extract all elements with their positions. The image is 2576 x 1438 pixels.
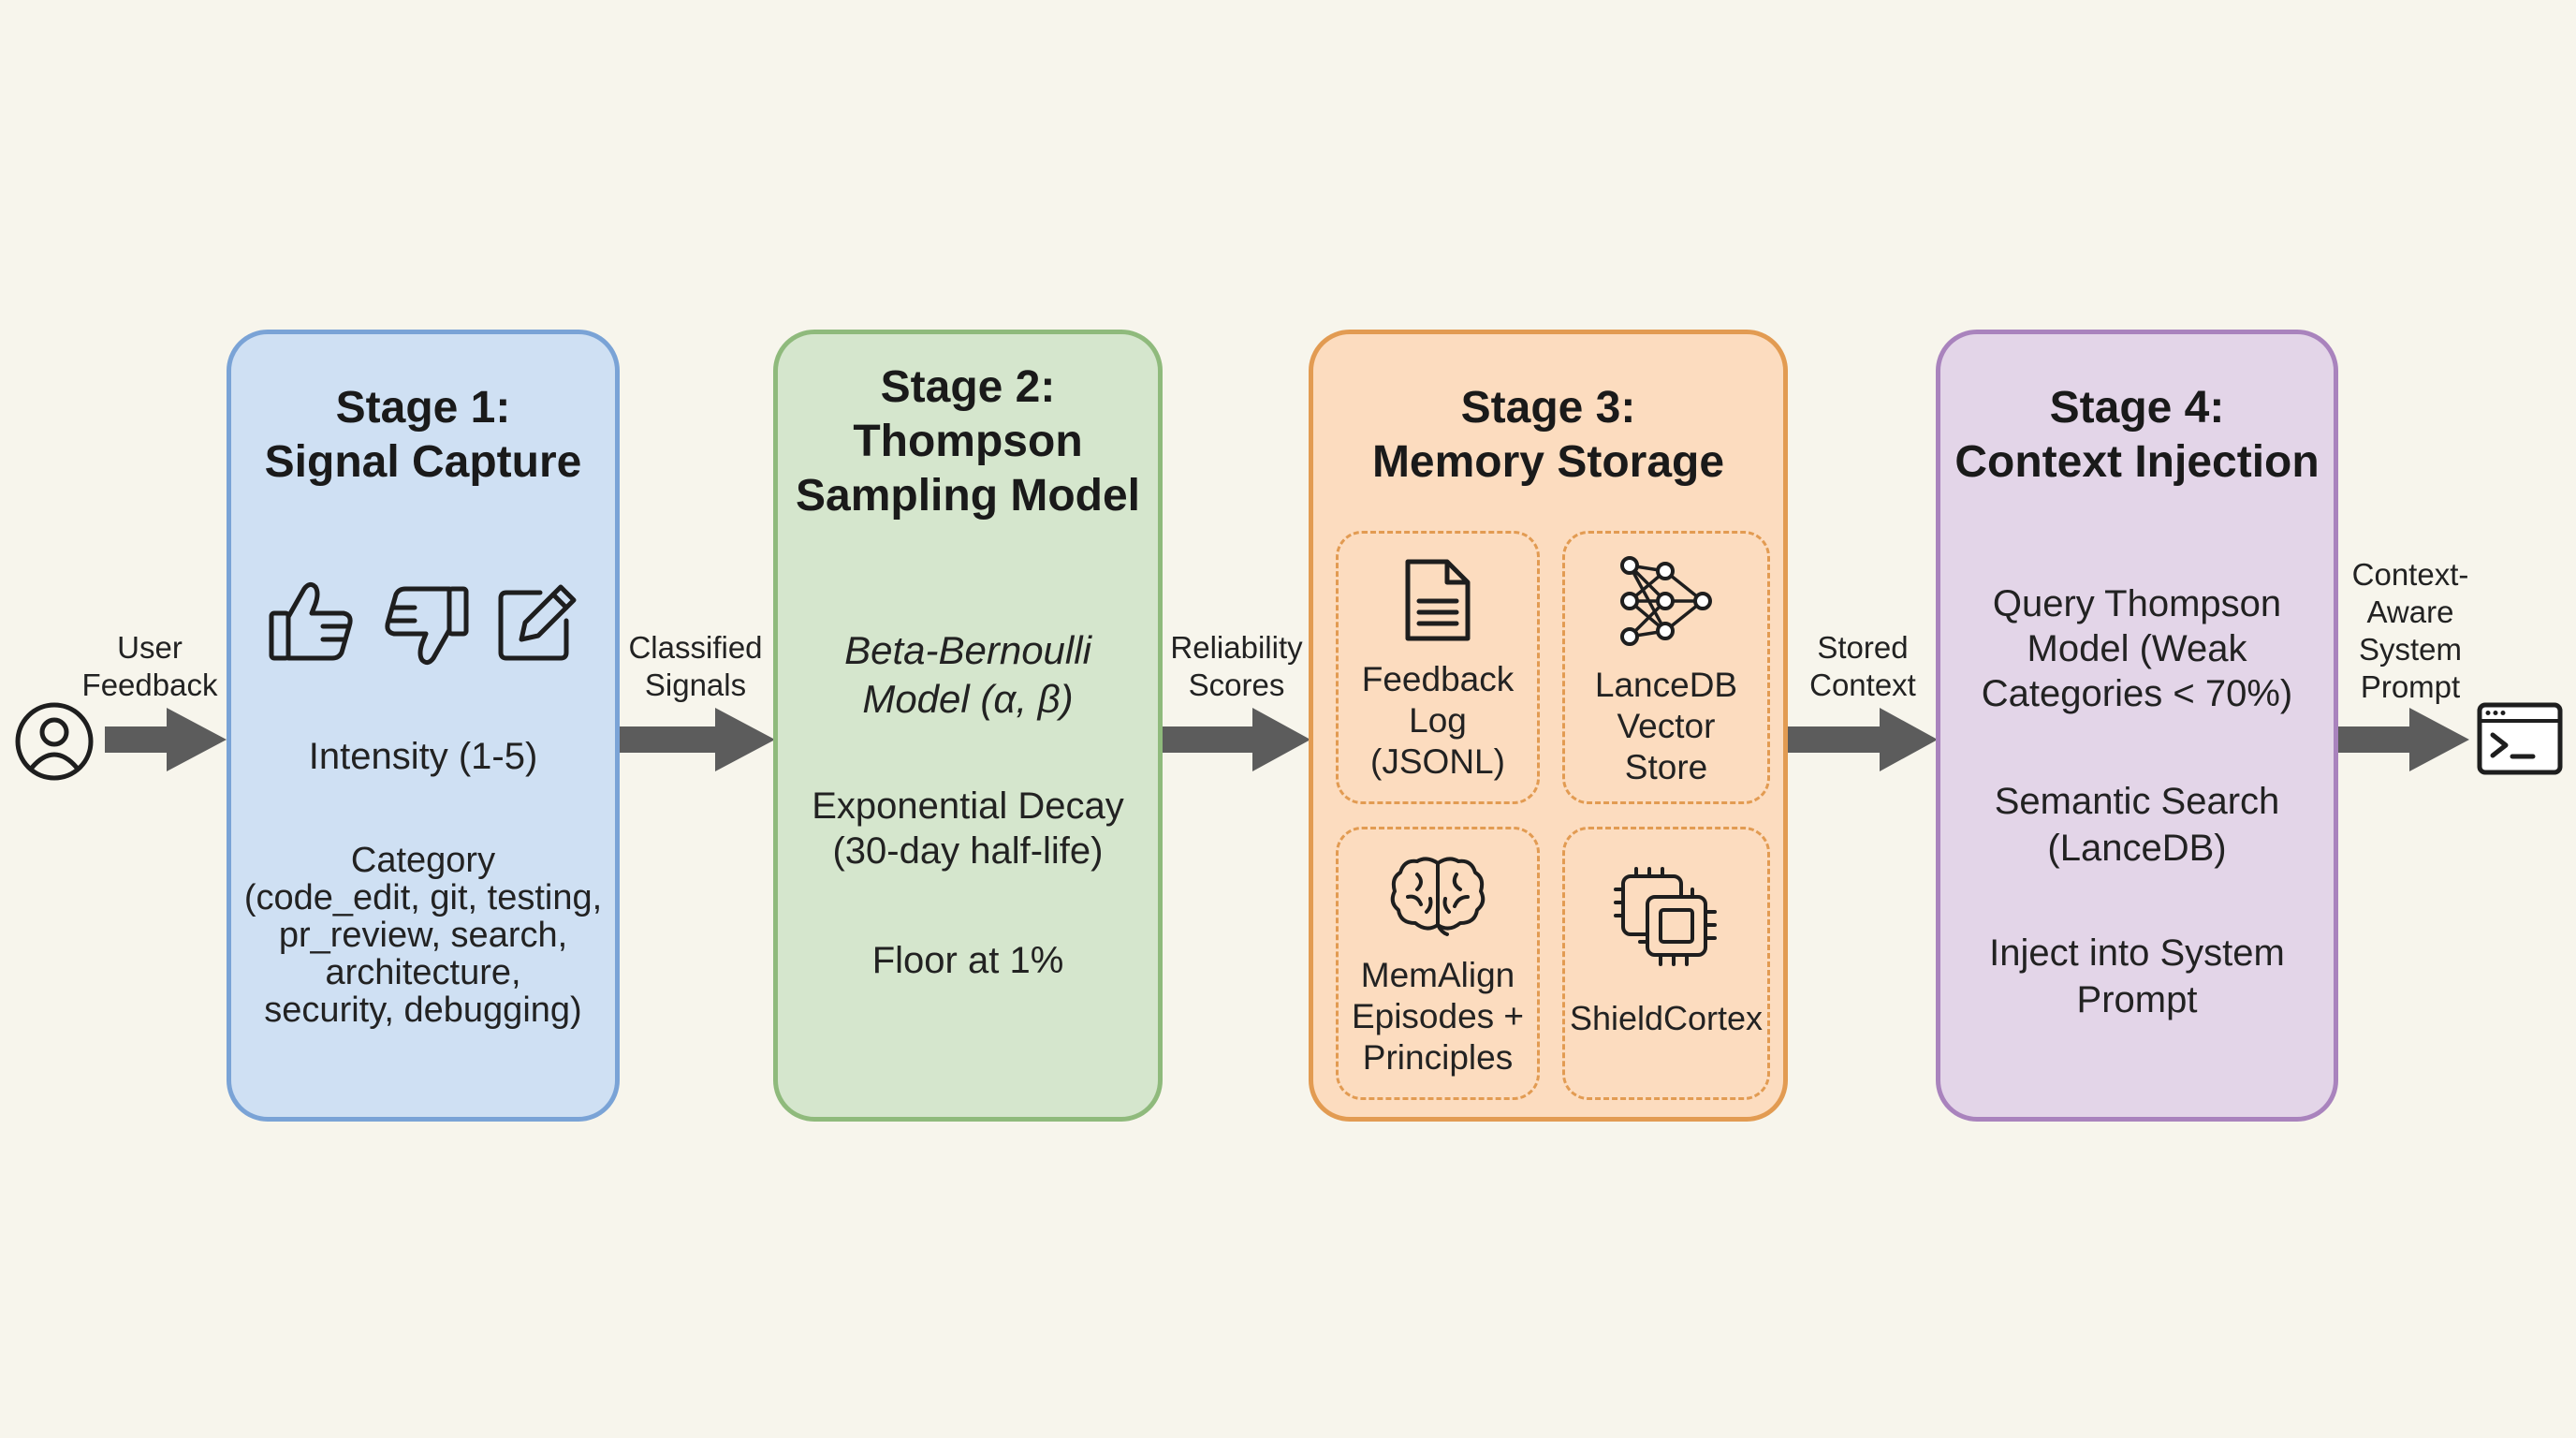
feedback-log-box: Feedback Log (JSONL)	[1336, 531, 1540, 804]
stage-3-box: Stage 3:Memory Storage Feedback Log (JSO…	[1309, 330, 1788, 1122]
stage-1-box: Stage 1:Signal Capture Intensity (1-5) C…	[227, 330, 620, 1122]
stage-4-box: Stage 4:Context Injection Query Thompson…	[1936, 330, 2338, 1122]
stage-4-title: Stage 4:Context Injection	[1954, 383, 2320, 487]
cpu-chip-icon	[1614, 867, 1717, 966]
arrow-stage2-to-stage3	[1161, 708, 1310, 771]
arrow-user-to-stage1	[105, 708, 227, 771]
thumbs-up-icon	[269, 581, 353, 661]
document-icon	[1405, 559, 1471, 641]
intensity-label: Intensity (1-5)	[308, 736, 538, 777]
thumbs-down-icon	[385, 586, 469, 666]
flow-label-context-aware-prompt: Context- Aware System Prompt	[2351, 557, 2469, 704]
arrow-stage3-to-stage4	[1786, 708, 1938, 771]
lancedb-store-box: LanceDB Vector Store	[1562, 531, 1770, 804]
semantic-search: Semantic Search(LanceDB)	[1994, 781, 2280, 869]
user-icon	[15, 702, 94, 781]
edit-icon	[498, 584, 577, 661]
floor-label: Floor at 1%	[871, 940, 1064, 981]
brain-icon	[1390, 857, 1486, 936]
category-list: Category (code_edit, git, testing, pr_re…	[243, 841, 603, 1030]
stage-1-title: Stage 1:Signal Capture	[264, 383, 582, 487]
exponential-decay: Exponential Decay(30-day half-life)	[812, 785, 1124, 872]
stage-3-title: Stage 3:Memory Storage	[1371, 383, 1725, 487]
shieldcortex-box: ShieldCortex	[1562, 827, 1770, 1100]
arrow-stage1-to-stage2	[618, 708, 775, 771]
arrow-stage4-to-terminal	[2338, 708, 2469, 771]
terminal-icon	[2477, 702, 2563, 775]
query-thompson-model: Query Thompson Model (Weak Categories < …	[1981, 583, 2293, 714]
neural-network-icon	[1620, 556, 1712, 646]
memalign-box: MemAlign Episodes + Principles	[1336, 827, 1540, 1100]
